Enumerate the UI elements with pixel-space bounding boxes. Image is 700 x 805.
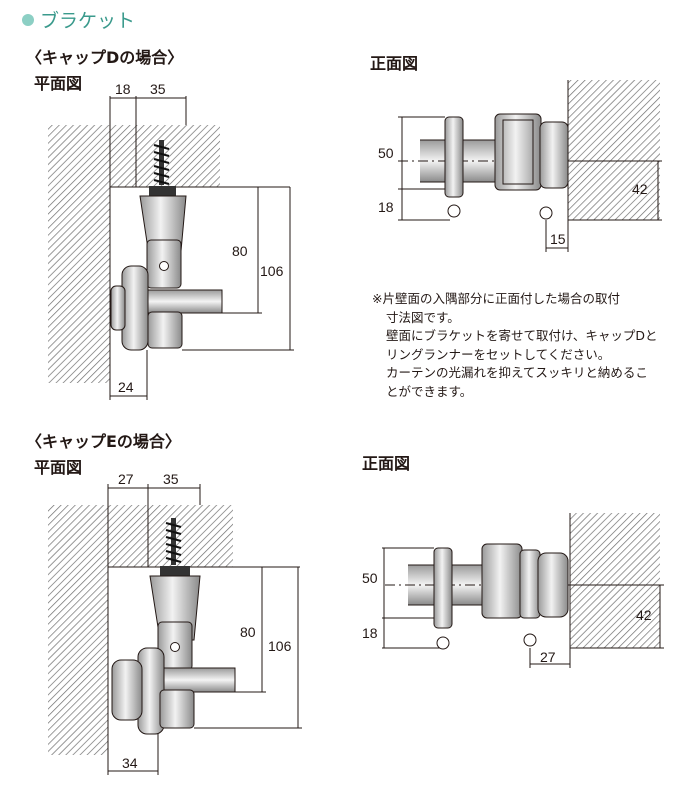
plan-view-e: 27 35 80 106 34 (48, 471, 302, 775)
section-d-front-label: 正面図 (370, 54, 419, 73)
screw-d (153, 140, 170, 185)
dim-d-front-15: 15 (550, 231, 566, 247)
side-wall-e (48, 567, 108, 755)
dim-e-plan-80: 80 (240, 624, 256, 640)
plan-view-d: 18 35 80 106 24 (48, 81, 294, 400)
section-d-heading: 〈キャップDの場合〉 (26, 48, 184, 67)
note-line: 寸法図です。 (386, 309, 460, 325)
wall-front-d (568, 80, 660, 220)
dim-d-plan-80: 80 (232, 243, 248, 259)
dim-d-plan-18: 18 (115, 81, 131, 97)
dim-d-front-18: 18 (378, 199, 394, 215)
section-d-plan-label: 平面図 (34, 74, 83, 93)
screw-e (165, 518, 182, 565)
dim-e-front-27: 27 (540, 649, 556, 665)
bullet-dot-icon (22, 14, 34, 26)
side-wall-d (48, 187, 110, 383)
dim-e-front-50: 50 (362, 570, 378, 586)
bracket-front-e (481, 543, 523, 619)
dim-d-plan-35: 35 (150, 81, 166, 97)
note-line: リングランナーをセットしてください。 (386, 346, 611, 362)
dimension-lines-e (107, 484, 302, 775)
note-line: 壁面にブラケットを寄せて取付け、キャップDと (386, 328, 658, 343)
ceiling-wall-d (48, 125, 220, 187)
section-e-heading: 〈キャップEの場合〉 (26, 432, 181, 451)
page-title: ブラケット (22, 6, 135, 33)
dim-d-front-42: 42 (632, 181, 648, 197)
bracket-body-d (110, 186, 223, 351)
note-line: カーテンの光漏れを抑えてスッキリと納めるこ (386, 365, 648, 380)
dim-e-front-18: 18 (362, 625, 378, 641)
installation-note: ※片壁面の入隅部分に正面付した場合の取付 寸法図です。 壁面にブラケットを寄せて… (372, 290, 658, 401)
front-view-e: 50 18 42 27 (362, 513, 665, 668)
section-e-front-label: 正面図 (362, 454, 411, 473)
dim-e-front-42: 42 (636, 607, 652, 623)
dim-e-plan-34: 34 (122, 755, 138, 771)
dim-d-plan-24: 24 (118, 379, 134, 395)
ring-runner-d (444, 116, 464, 198)
note-line: とができます。 (386, 383, 473, 399)
bracket-front-d (494, 113, 542, 191)
cap-d (539, 121, 569, 189)
wall-front-e (570, 513, 660, 648)
dim-d-plan-106: 106 (260, 263, 284, 279)
cap-e (537, 552, 569, 618)
bracket-body-e (111, 566, 236, 735)
ring-runner-e (433, 547, 453, 629)
front-view-d: 50 18 42 15 (378, 80, 662, 252)
note-line: ※片壁面の入隅部分に正面付した場合の取付 (372, 291, 620, 306)
dim-e-plan-27: 27 (118, 471, 134, 487)
dim-e-plan-35: 35 (163, 471, 179, 487)
dim-e-plan-106: 106 (268, 638, 292, 654)
dim-d-front-50: 50 (378, 145, 394, 161)
dimension-lines-d (109, 96, 294, 400)
section-e-plan-label: 平面図 (34, 458, 83, 477)
page-title-text: ブラケット (40, 10, 136, 32)
ceiling-wall-e (48, 505, 233, 567)
